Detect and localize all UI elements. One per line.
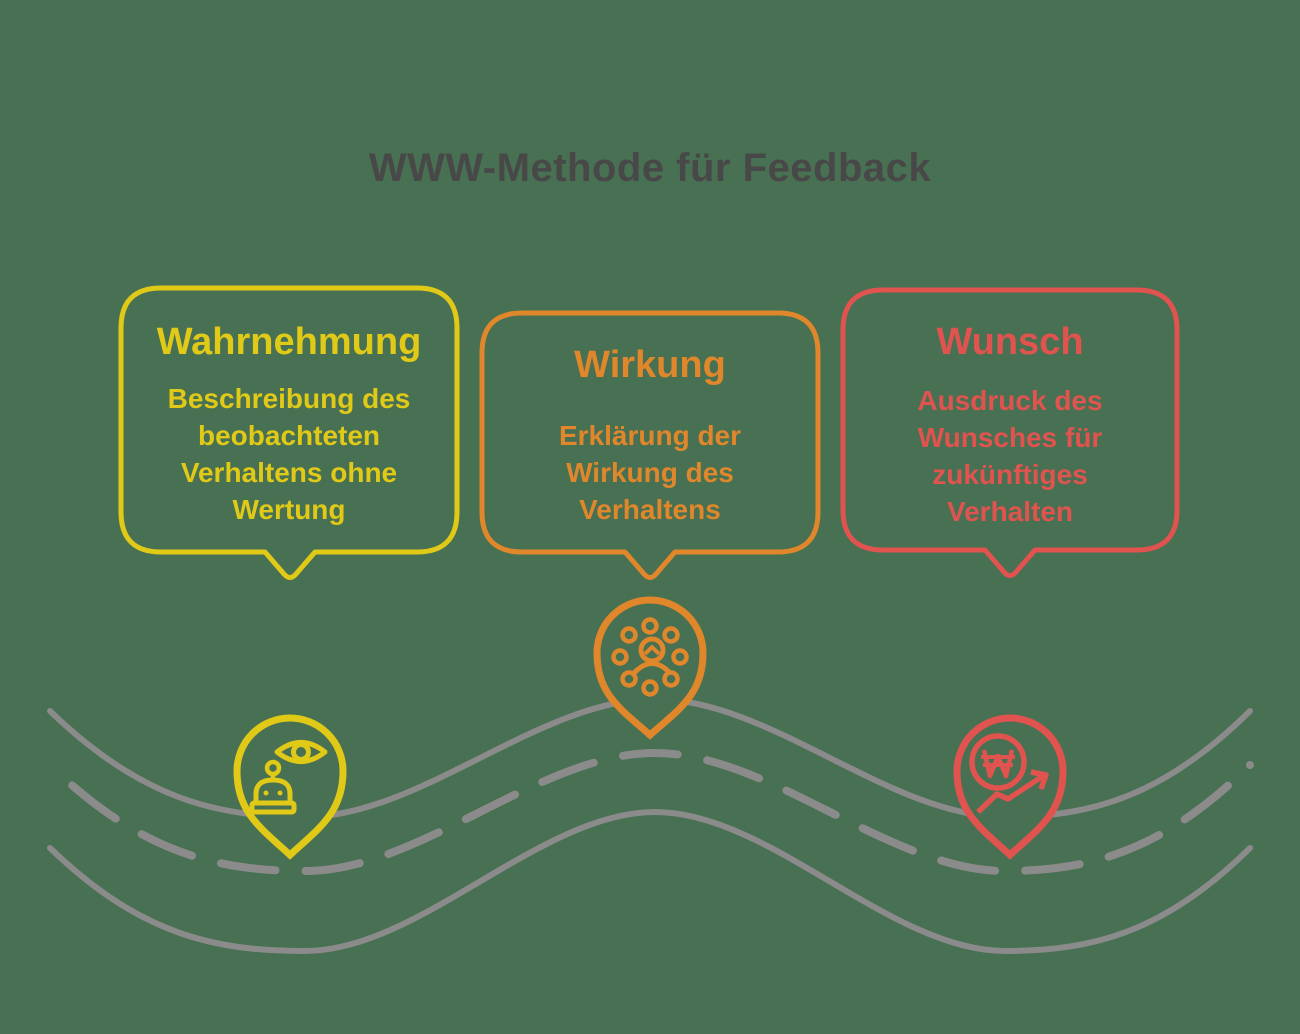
observer-robot-and-eye-icon bbox=[249, 740, 328, 815]
road-bottom-edge-line bbox=[47, 808, 1253, 955]
bubble-outline-wirkung bbox=[479, 310, 821, 580]
bubble-body-wahrnehmung: Beschreibung des beobachteten Verhaltens… bbox=[167, 383, 411, 525]
map-pin-wahrnehmung bbox=[233, 714, 347, 860]
speech-bubbles bbox=[118, 285, 1180, 580]
bubble-body-wunsch: Ausdruck des Wunsches für zukünftiges Ve… bbox=[917, 385, 1103, 527]
robot-figure-icon bbox=[249, 759, 297, 815]
bubble-wirkung: Wirkung Erklärung der Wirkung des Verhal… bbox=[482, 313, 818, 528]
won-coin-icon bbox=[969, 733, 1027, 791]
growth-arrow-icon bbox=[976, 769, 1049, 814]
bubble-title-wirkung: Wirkung bbox=[574, 344, 726, 386]
eye-icon bbox=[274, 740, 328, 764]
bubble-wunsch: Wunsch Ausdruck des Wunsches für zukünft… bbox=[843, 290, 1177, 530]
bubble-outline-wunsch bbox=[840, 287, 1180, 578]
bubble-body-wirkung: Erklärung der Wirkung des Verhaltens bbox=[558, 420, 742, 525]
bubble-title-wunsch: Wunsch bbox=[936, 321, 1084, 363]
radiating-dots-icon bbox=[611, 617, 689, 697]
map-pin-wirkung bbox=[593, 596, 707, 740]
person-icon bbox=[632, 636, 672, 675]
map-pin-wunsch bbox=[953, 714, 1067, 860]
page-title: WWW-Methode für Feedback bbox=[368, 146, 932, 190]
bubble-outline-wahrnehmung bbox=[118, 285, 460, 580]
bubble-wahrnehmung: Wahrnehmung Beschreibung des beobachtete… bbox=[121, 288, 457, 528]
won-coin-growth-arrow-icon bbox=[969, 733, 1049, 814]
bubble-title-wahrnehmung: Wahrnehmung bbox=[156, 321, 422, 363]
person-impact-dots-icon bbox=[611, 617, 689, 697]
road-center-dashed-line bbox=[46, 748, 1254, 876]
